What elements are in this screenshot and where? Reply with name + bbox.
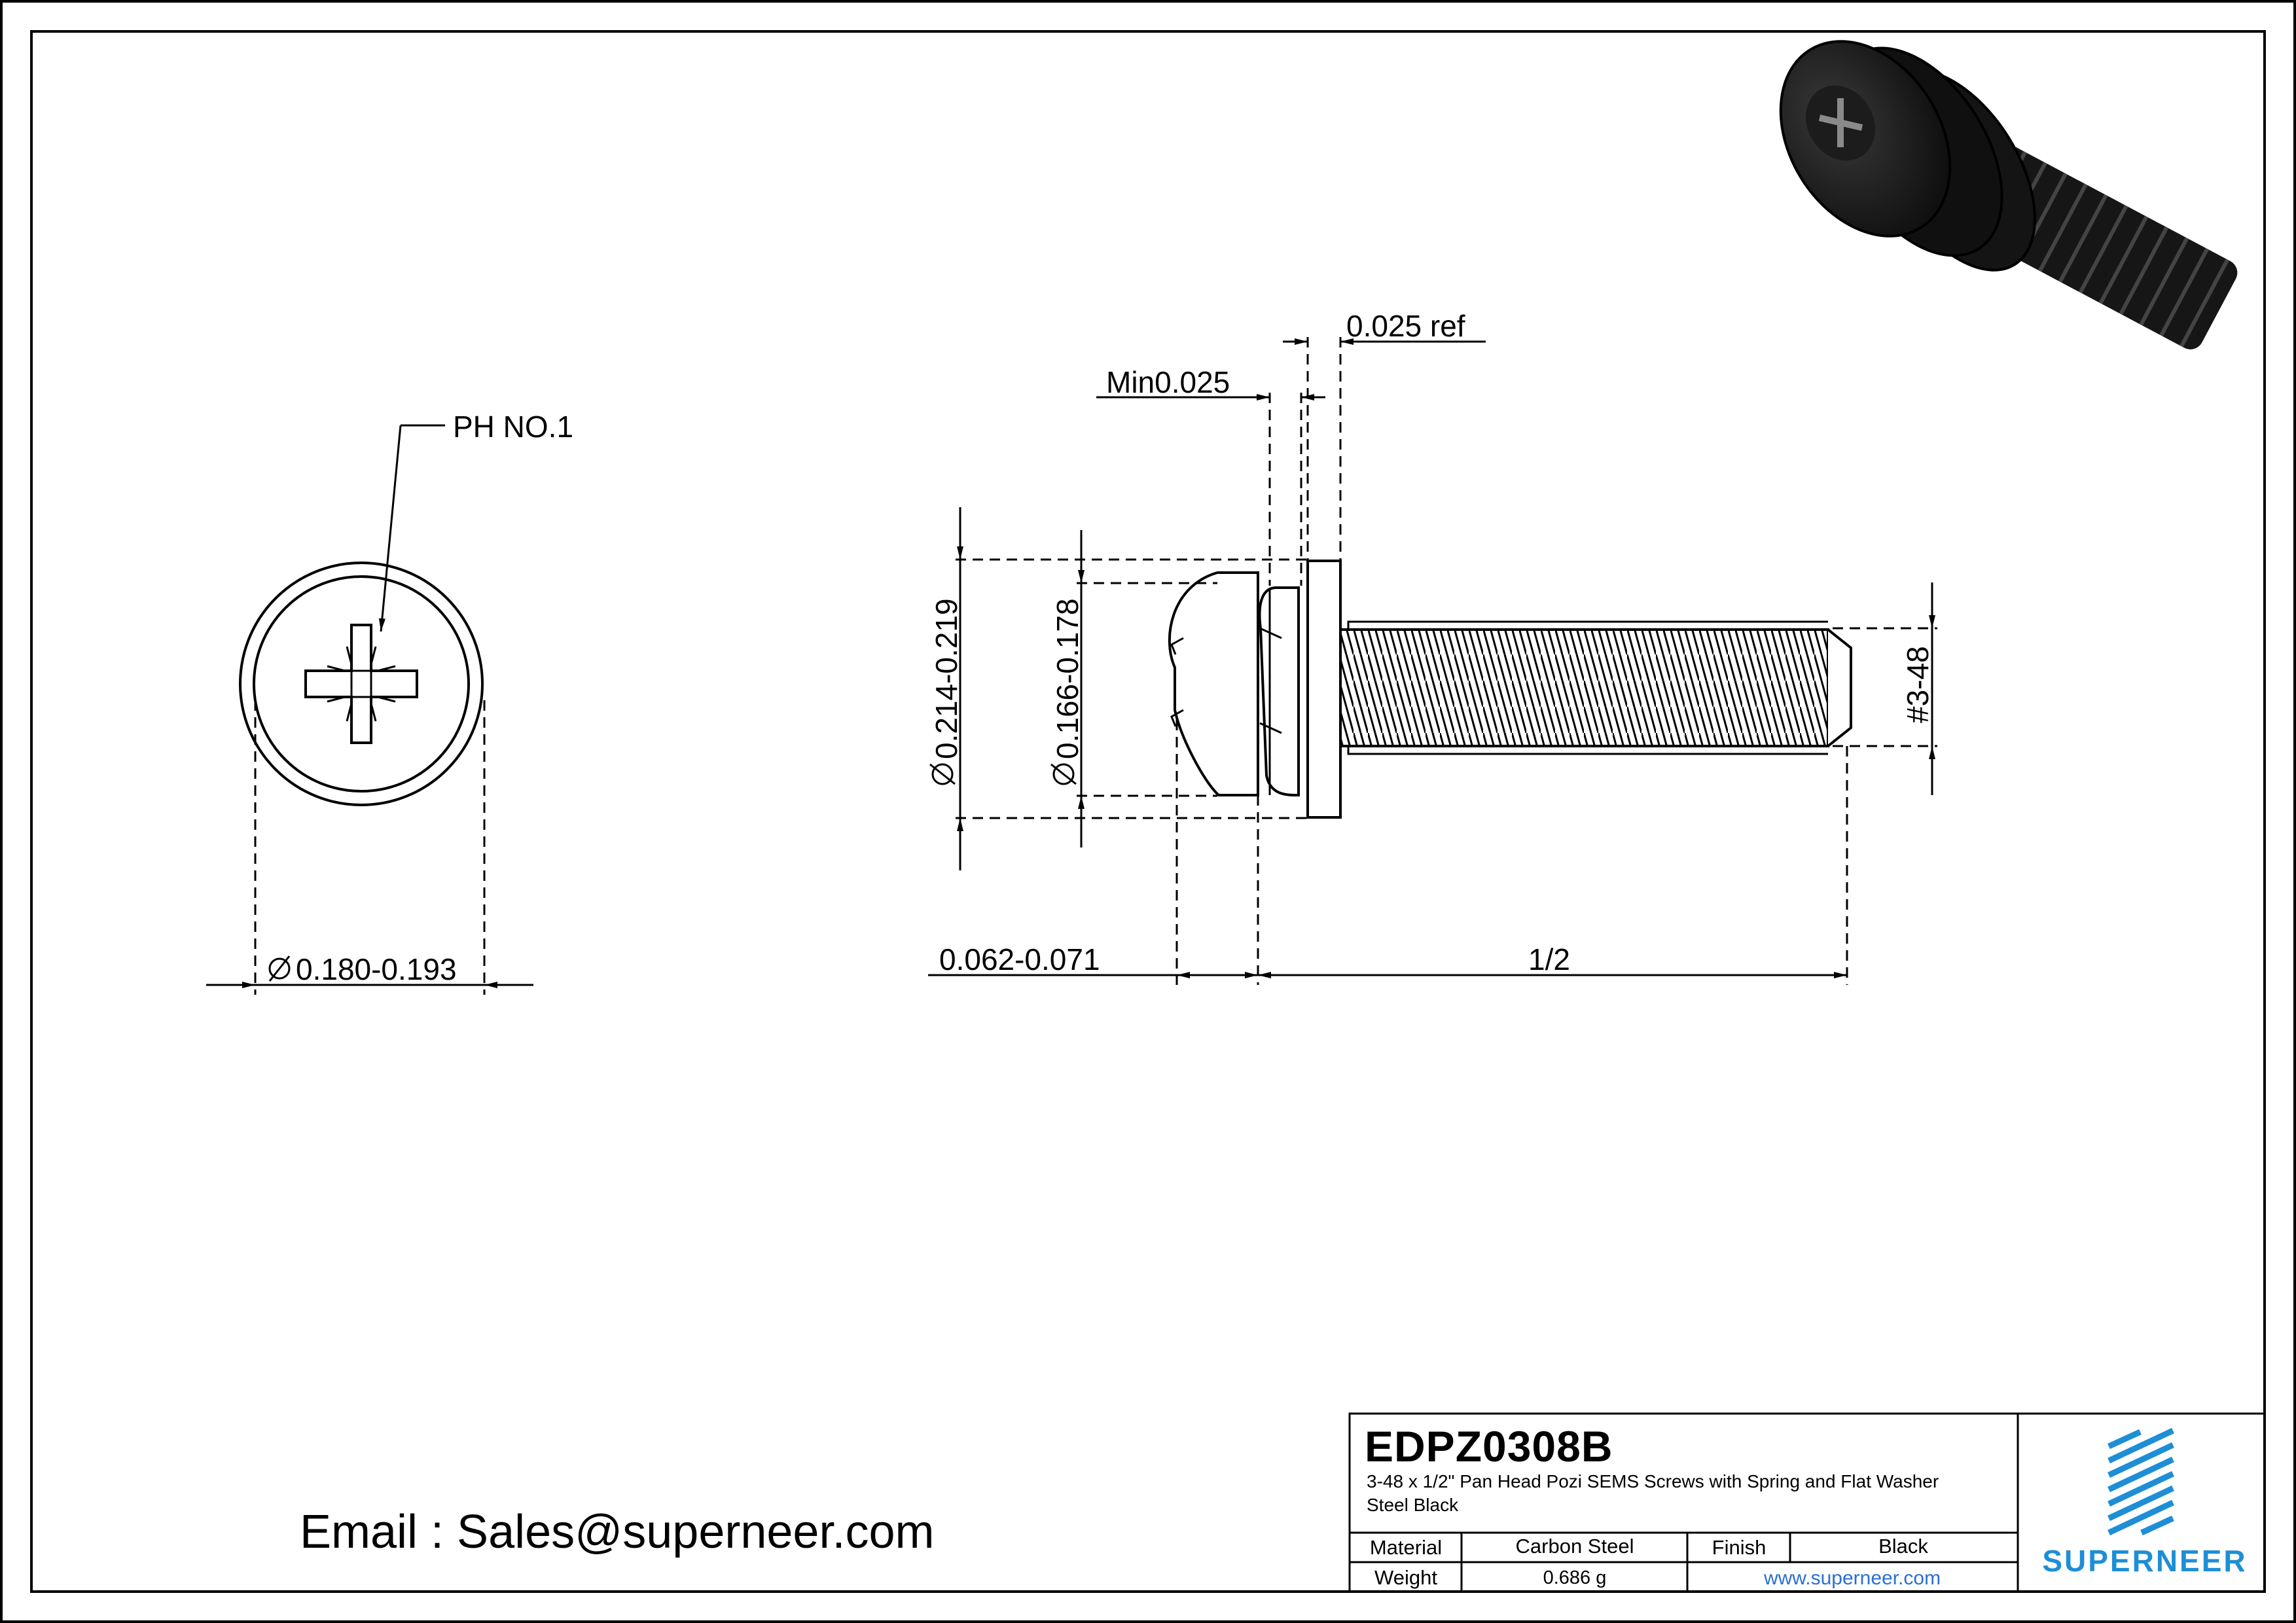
finish-value: Black [1878, 1535, 1928, 1558]
material-label: Material [1369, 1536, 1443, 1559]
diameter-symbol-icon [931, 763, 954, 785]
thread-label: #3-48 [1901, 646, 1935, 723]
thread-dimension [1833, 582, 1937, 795]
washer-diameter-label: 0.166-0.178 [1050, 598, 1085, 759]
head-diameter-label: 0.214-0.219 [929, 598, 963, 759]
recess-label: PH NO.1 [453, 410, 573, 444]
spring-washer-dimension [1096, 393, 1325, 586]
flat-washer [1306, 560, 1342, 819]
top-diameter-label: 0.180-0.193 [296, 952, 457, 986]
side-view [1168, 560, 1852, 819]
flat-washer-label: 0.025 ref [1346, 309, 1465, 343]
spring-washer-label: Min0.025 [1106, 365, 1230, 399]
pozi-recess-icon [304, 624, 418, 744]
threaded-shank [1339, 628, 1829, 747]
title-block [1348, 1412, 2266, 1593]
flat-washer-dimension [1283, 337, 1486, 560]
finish-label: Finish [1712, 1536, 1767, 1559]
head-diameter-dimension [929, 507, 1308, 870]
material-value: Carbon Steel [1515, 1535, 1634, 1558]
diameter-symbol-icon [1052, 763, 1075, 785]
screw-render-image [1779, 40, 2238, 349]
contact-email[interactable]: Email : Sales@superneer.com [300, 1506, 935, 1558]
top-view [239, 562, 484, 806]
length-dimensions [928, 720, 1848, 985]
length-label: 1/2 [1528, 942, 1570, 976]
part-description: 3-48 x 1/2" Pan Head Pozi SEMS Screws wi… [1367, 1471, 1939, 1515]
spring-washer [1258, 586, 1300, 796]
superneer-logo-icon [2108, 1427, 2174, 1536]
weight-label: Weight [1374, 1566, 1437, 1589]
diameter-symbol-icon [268, 957, 291, 980]
recess-leader: PH NO.1 [378, 410, 573, 632]
top-diameter-dimension [206, 700, 533, 995]
pan-head [1168, 571, 1259, 796]
weight-value: 0.686 g [1543, 1567, 1607, 1588]
brand-name: SUPERNEER [2042, 1544, 2248, 1578]
inner-border [30, 30, 2266, 1593]
website-link[interactable]: www.superneer.com [1763, 1567, 1941, 1589]
washer-diameter-dimension [1050, 530, 1217, 847]
head-height-label: 0.062-0.071 [939, 942, 1100, 976]
part-code: EDPZ0308B [1365, 1422, 1613, 1471]
